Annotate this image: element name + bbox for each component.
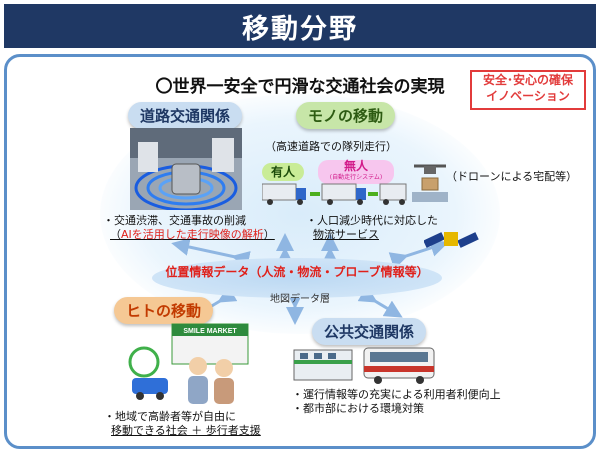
- store-sign: SMILE MARKET: [183, 328, 237, 335]
- main-title: 〇世界一安全で円滑な交通社会の実現: [155, 77, 445, 97]
- road-desc-2-close: ）: [263, 228, 275, 241]
- arrow-road-left: [171, 238, 251, 269]
- drone-label: （ドローンによる宅配等）: [446, 170, 578, 183]
- arrow-public-right: [357, 285, 403, 318]
- bus-illustration: [363, 347, 435, 384]
- category-people-movement: ヒトの移動: [114, 297, 214, 324]
- people-movement-illustration: SMILE MARKET: [128, 323, 249, 404]
- safety-badge: 安全･安心の確保 イノベーション: [470, 70, 586, 110]
- header-title: 移動分野: [242, 13, 358, 45]
- road-desc-2-highlight: AIを活用した走行映像の解析: [121, 228, 264, 241]
- public-desc-1: ・運行情報等の充実による利用者利便向上: [292, 388, 501, 401]
- badge-line-2: イノベーション: [486, 89, 570, 103]
- unmanned-label: 無人: [343, 159, 368, 173]
- category-goods-movement: モノの移動: [296, 102, 396, 129]
- header-bar: 移動分野: [4, 4, 596, 48]
- goods-platoon-label: （高速道路での隊列走行）: [265, 140, 397, 153]
- road-desc-2: （AIを活用した走行映像の解析）: [110, 228, 275, 242]
- satellite-icon: [424, 232, 479, 248]
- category-public-transport: 公共交通関係: [312, 318, 427, 345]
- drone-icon: [412, 164, 448, 202]
- people-desc-1: ・地域で高齢者等が自由に: [104, 410, 236, 423]
- road-desc-2-open: （: [110, 228, 121, 241]
- data-layer-ellipse: [152, 258, 442, 298]
- people-desc-2: 移動できる社会 ＋ 歩行者支援: [111, 424, 261, 437]
- unmanned-pill: 無人 (自動走行システム): [318, 160, 394, 184]
- truck-platoon-illustration: [262, 183, 407, 205]
- road-traffic-illustration: [130, 128, 242, 210]
- train-illustration: [293, 349, 353, 381]
- location-data-label: 位置情報データ（人流・物流・プローブ情報等）: [165, 265, 429, 279]
- unmanned-sublabel: (自動走行システム): [329, 174, 383, 181]
- map-data-layer-label: 地図データ層: [270, 294, 330, 305]
- category-road-traffic: 道路交通関係: [128, 102, 243, 129]
- badge-line-1: 安全･安心の確保: [482, 73, 573, 87]
- goods-desc-2: 物流サービス: [313, 228, 379, 241]
- arrow-goods-right: [388, 239, 449, 270]
- goods-desc-1: ・人口減少時代に対応した: [306, 214, 438, 227]
- road-desc-1: ・交通渋滞、交通事故の削減: [103, 214, 246, 227]
- public-desc-2: ・都市部における環境対策: [292, 402, 424, 415]
- manned-pill: 有人: [262, 163, 304, 181]
